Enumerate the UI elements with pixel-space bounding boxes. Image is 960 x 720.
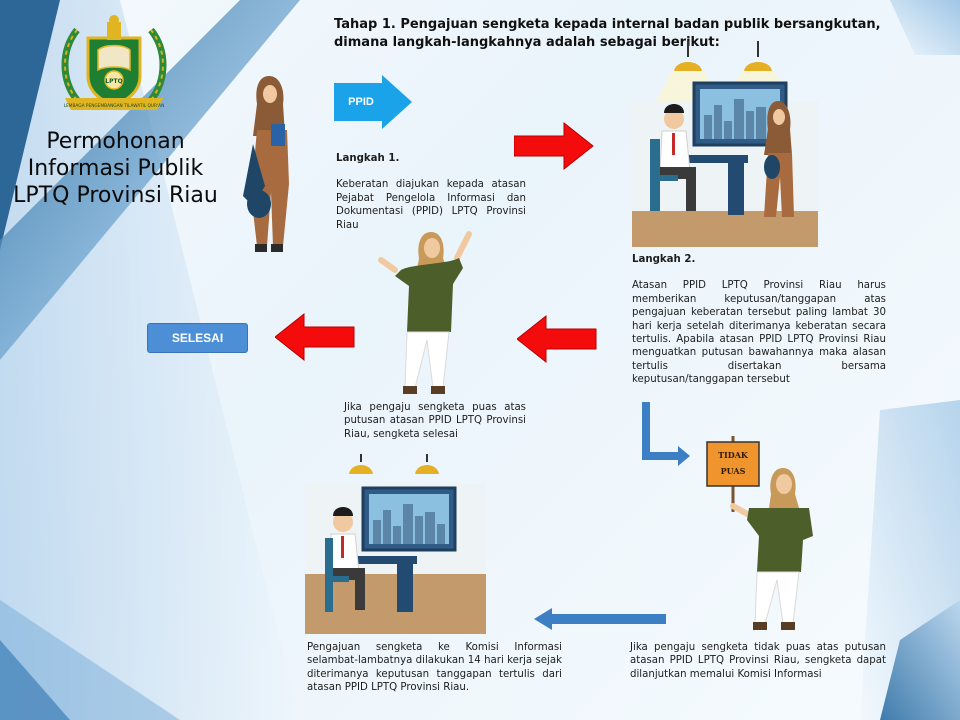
- step1-label: Langkah 1.: [336, 153, 400, 164]
- arrow-right-icon: [514, 121, 594, 171]
- woman-with-sign-illustration: TIDAK PUAS: [706, 436, 813, 630]
- tidak-puas-text: Jika pengaju sengketa tidak puas atas pu…: [630, 642, 886, 680]
- step1-block: Langkah 1. Keberatan diajukan kepada ata…: [336, 152, 526, 232]
- logo-caption: LEMBAGA PENGEMBANGAN TILAWATIL QUR'AN: [64, 103, 165, 109]
- selesai-button[interactable]: SELESAI: [147, 323, 248, 353]
- page-title: Permohonan Informasi Publik LPTQ Provins…: [13, 129, 218, 208]
- ppid-arrow-label: PPID: [348, 96, 374, 108]
- stage-heading: Tahap 1. Pengajuan sengketa kepada inter…: [334, 17, 881, 50]
- komisi-text: Pengajuan sengketa ke Komisi Informasi s…: [307, 642, 562, 694]
- ppid-arrow-icon: [334, 75, 412, 129]
- step2-block: Langkah 2. Atasan PPID LPTQ Provinsi Ria…: [632, 253, 886, 387]
- step2-text: Atasan PPID LPTQ Provinsi Riau harus mem…: [632, 280, 886, 386]
- step1-text: Keberatan diajukan kepada atasan Pejabat…: [336, 179, 526, 231]
- sign-line-2: PUAS: [721, 466, 746, 476]
- step2-label: Langkah 2.: [632, 254, 696, 265]
- lptq-logo: LPTQ LEMBAGA PENGEMBANGAN TILAWATIL QUR'…: [61, 15, 167, 110]
- arrow-left-icon: [275, 312, 355, 362]
- komisi-office-illustration: [305, 454, 486, 634]
- sign-line-1: TIDAK: [718, 450, 749, 460]
- wreath-icon: [61, 27, 167, 103]
- puas-text: Jika pengaju sengketa puas atas putusan …: [344, 402, 526, 440]
- corner-arrow-icon: [642, 402, 690, 466]
- woman-with-bag-illustration: [243, 76, 289, 252]
- tidak-puas-sign: [706, 441, 760, 487]
- happy-woman-illustration: [378, 231, 472, 394]
- arrow-left-icon: [534, 608, 666, 630]
- arrow-left-icon: [517, 314, 597, 364]
- logo-shield-text: LPTQ: [105, 78, 122, 85]
- office-scene-illustration: [632, 41, 818, 247]
